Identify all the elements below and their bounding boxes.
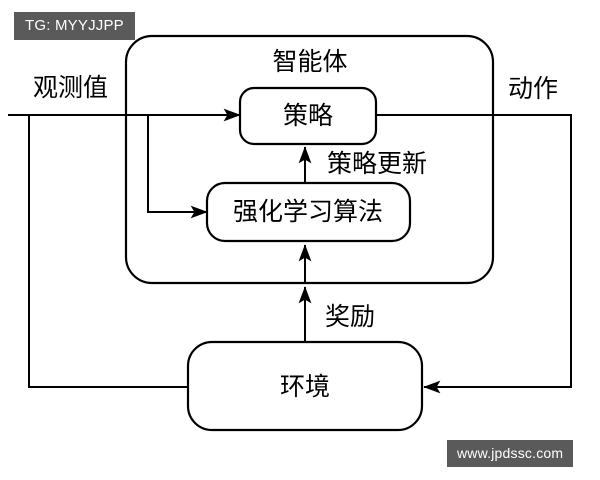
algorithm-box	[205, 181, 412, 243]
observation-label: 观测值	[33, 73, 108, 102]
policy-box	[238, 86, 378, 146]
environment-label: 环境	[280, 372, 330, 401]
site-watermark-badge: www.jpdssc.com	[447, 440, 574, 467]
algorithm-label: 强化学习算法	[233, 197, 383, 226]
telegram-watermark-badge: TG: MYYJJPP	[14, 12, 135, 40]
wire-action-to-environment	[375, 114, 572, 394]
wire-environment-to-observation	[28, 116, 188, 388]
agent-label: 智能体	[272, 47, 347, 76]
reward-label: 奖励	[325, 302, 375, 331]
wire-observation-branch-to-algorithm	[147, 116, 208, 219]
policy-update-label: 策略更新	[327, 149, 427, 178]
policy-label: 策略	[283, 101, 333, 130]
agent-container	[124, 34, 495, 285]
action-label: 动作	[508, 74, 558, 103]
environment-box	[186, 340, 424, 432]
